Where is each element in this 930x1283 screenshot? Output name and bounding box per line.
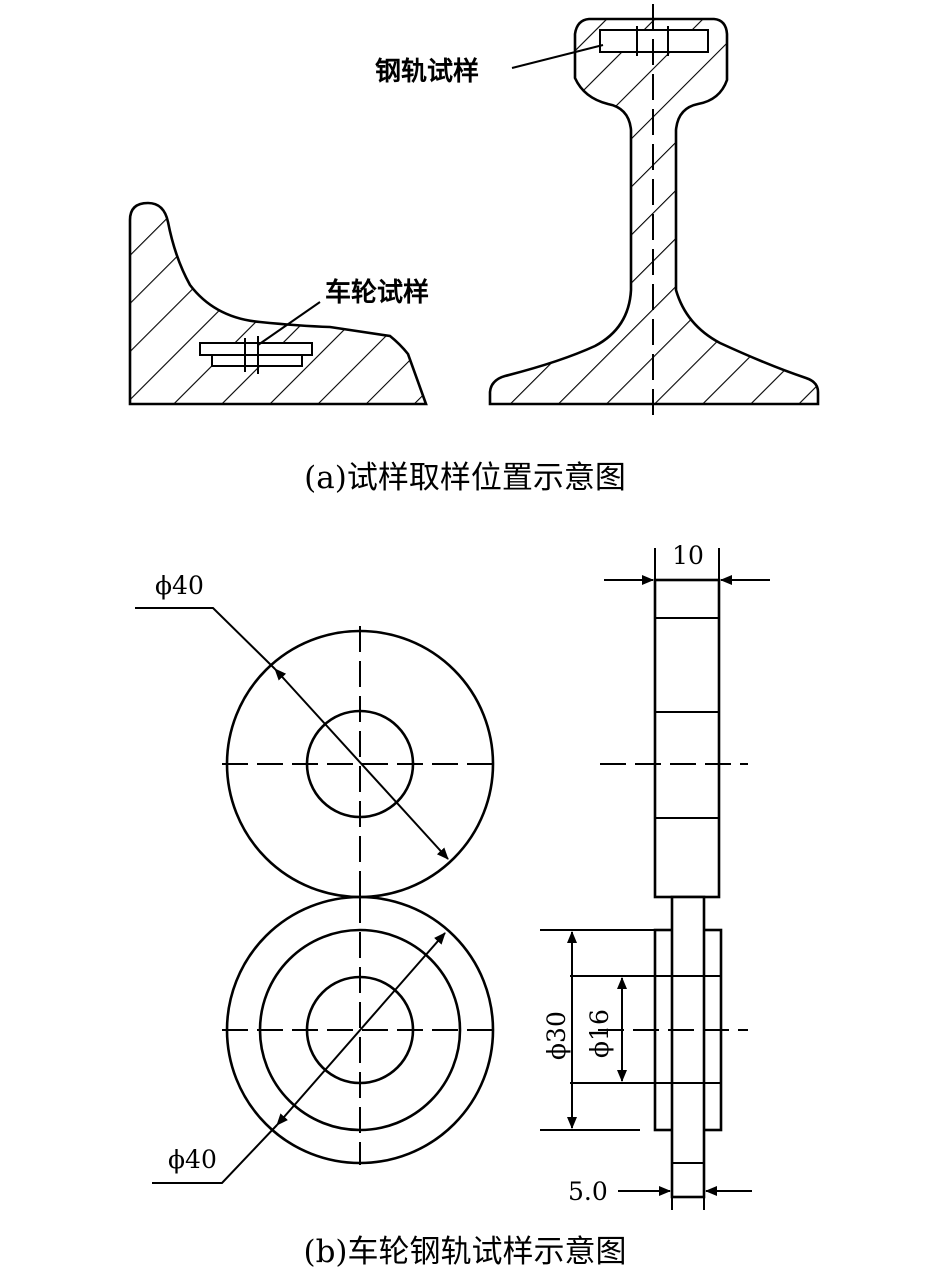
dim-dia-30: ϕ30 [542, 1011, 571, 1060]
wheel-sample-label: 车轮试样 [325, 277, 429, 308]
top-disc-dia-leader [135, 607, 276, 670]
bottom-specimen-hub [670, 895, 706, 1199]
dim-thick-5: 5.0 [568, 1177, 608, 1206]
rail-section: 钢轨试样 [375, 4, 820, 418]
bottom-disc-dia-leader [152, 1124, 278, 1184]
bottom-disc-dia-arrow [276, 932, 446, 1126]
rail-section-outline [488, 17, 820, 406]
wheel-sample-marker [199, 336, 313, 374]
top-disc: ϕ40 [135, 571, 498, 900]
dim-dia-40-top: ϕ40 [155, 571, 204, 600]
dim-dia-40-bottom: ϕ40 [168, 1145, 217, 1174]
dim-dia-16: ϕ16 [585, 1009, 614, 1058]
wheel-section: 车轮试样 [128, 201, 429, 406]
side-view-top: 10 [600, 541, 770, 899]
top-specimen-body [653, 578, 721, 899]
caption-a: (a)试样取样位置示意图 [304, 460, 626, 496]
rail-sample-leader [511, 44, 604, 69]
wheel-sample-leader [257, 301, 321, 346]
rail-sample-label: 钢轨试样 [375, 56, 479, 87]
bottom-disc: ϕ40 [152, 895, 498, 1184]
top-disc-dia-arrow [274, 668, 449, 860]
side-view-bottom: ϕ30 ϕ16 5.0 [540, 895, 752, 1210]
dim-width-10: 10 [672, 541, 704, 570]
caption-b: (b)车轮钢轨试样示意图 [303, 1234, 626, 1270]
